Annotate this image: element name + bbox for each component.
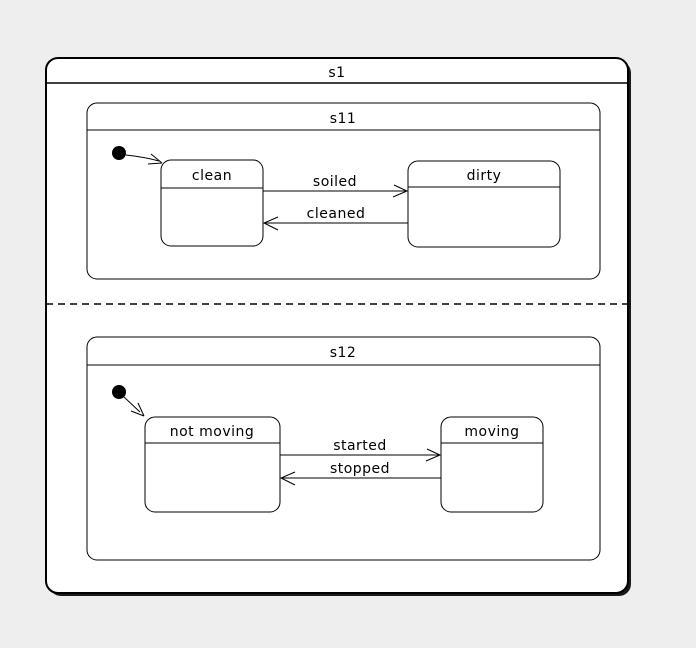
state-not-moving: not moving	[144, 416, 281, 513]
state-dirty-body	[407, 160, 561, 248]
s12-initial-transition-arrowhead	[130, 402, 145, 417]
state-dirty-label: dirty	[467, 168, 502, 184]
transition-cleaned-label: cleaned	[307, 206, 366, 222]
root-state-label: s1	[328, 65, 345, 81]
state-not-moving-label: not moving	[170, 424, 255, 440]
transition-stopped-arrowhead	[279, 471, 296, 486]
s11-label: s11	[330, 111, 357, 127]
state-not-moving-body	[144, 416, 281, 513]
transition-started: started	[280, 438, 442, 462]
transition-stopped: stopped	[279, 461, 441, 486]
transition-soiled-label: soiled	[313, 174, 357, 190]
transition-started-arrowhead	[425, 448, 442, 462]
transition-started-label: started	[333, 438, 387, 454]
transition-cleaned: cleaned	[262, 206, 408, 231]
s11-initial-state-dot	[112, 146, 126, 160]
state-clean-body	[160, 159, 264, 247]
state-clean: clean	[160, 159, 264, 247]
transition-soiled-arrowhead	[392, 184, 409, 198]
composite-state-s11: s11 clean dirty soiled	[86, 102, 601, 280]
transition-stopped-label: stopped	[330, 461, 390, 477]
s11-initial-transition-arrowhead	[147, 153, 163, 165]
s12-initial-transition-line	[123, 396, 141, 413]
composite-state-s12: s12 not moving moving started	[86, 336, 601, 561]
transition-soiled: soiled	[263, 174, 409, 198]
state-dirty: dirty	[407, 160, 561, 248]
state-clean-label: clean	[192, 168, 232, 184]
s12-initial-state-dot	[112, 385, 126, 399]
state-moving: moving	[440, 416, 544, 513]
s12-label: s12	[330, 345, 357, 361]
s11-initial-transition-line	[125, 154, 160, 162]
state-moving-label: moving	[464, 424, 519, 440]
transition-cleaned-arrowhead	[262, 216, 279, 231]
state-moving-body	[440, 416, 544, 513]
